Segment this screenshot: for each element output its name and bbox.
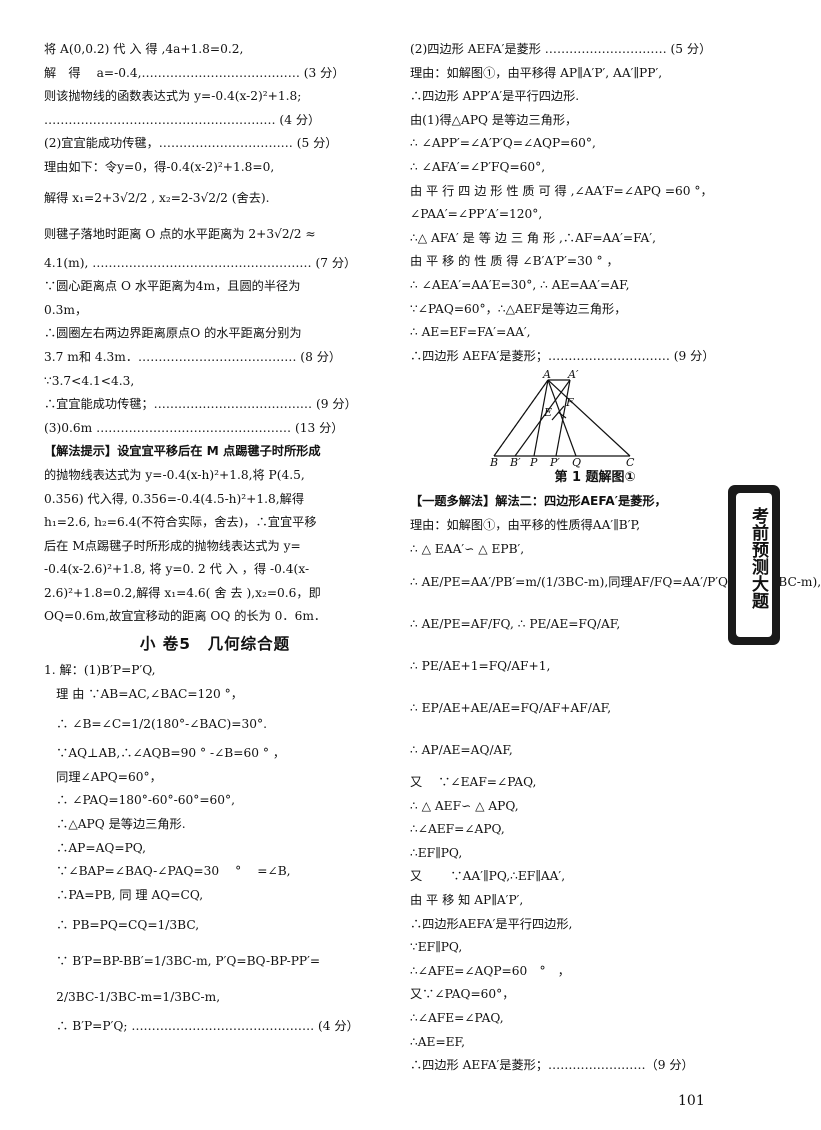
text-line: ∴圆圈左右两边界距离原点O 的水平距离分别为 bbox=[44, 326, 302, 341]
label-A-prime: A′ bbox=[567, 368, 579, 381]
text-line: 后在 M点踢毽子时所形成的抛物线表达式为 y= bbox=[44, 538, 301, 553]
text-line: ∴ PB=PQ=CQ=1/3BC, bbox=[44, 918, 200, 933]
text-line: 则毽子落地时距离 O 点的水平距离为 2+3√2/2 ≈ bbox=[44, 226, 316, 241]
label-F: F bbox=[565, 396, 574, 409]
text-line: ∴ AE/PE=AA′/PB′=m/(1/3BC-m),同理AF/FQ=AA′/… bbox=[410, 575, 821, 590]
side-tab: 考前预测大题 bbox=[728, 485, 780, 645]
text-line: 又 ∵AA′∥PQ,∴EF∥AA′, bbox=[410, 869, 566, 884]
text-line: 又 ∵∠EAF=∠PAQ, bbox=[410, 775, 537, 790]
text-line: ∴AE=EF, bbox=[410, 1034, 465, 1049]
text-line: (3)0.6m ………………………………………… (13 分） bbox=[44, 420, 344, 435]
text-line: ∵∠BAP=∠BAQ-∠PAQ=30 ° =∠B, bbox=[44, 864, 291, 879]
text-line: ∴ AE/PE=AF/FQ, ∴ PE/AE=FQ/AF, bbox=[410, 617, 621, 632]
text-line: ∵∠PAQ=60°，∴△AEF是等边三角形， bbox=[410, 301, 627, 316]
text-line: ∴∠AFE=∠AQP=60 ° ， bbox=[410, 963, 570, 978]
text-line: 的抛物线表达式为 y=-0.4(x-h)²+1.8,将 P(4.5, bbox=[44, 467, 305, 482]
text-line: ∴ △ AEF∽ △ APQ, bbox=[410, 798, 519, 813]
text-line: 0.3m， bbox=[44, 302, 88, 317]
text-line: ∵ B′P=BP-BB′=1/3BC-m, P′Q=BQ-BP-PP′= bbox=[44, 954, 321, 969]
text-line: ∴ ∠AFA′=∠P′FQ=60°, bbox=[410, 159, 546, 174]
text-line: 解 得 a=-0.4,………………………………… (3 分） bbox=[44, 65, 345, 80]
label-B: B bbox=[489, 456, 498, 469]
text-line: ∵3.7<4.1<4.3, bbox=[44, 373, 135, 388]
text-line: 【解法提示】设宜宜平移后在 M 点踢毽子时所形成 bbox=[44, 444, 321, 459]
label-Q: Q bbox=[572, 456, 581, 469]
text-line: -0.4(x-2.6)²+1.8, 将 y=0. 2 代 入 ，得 -0.4(x… bbox=[44, 562, 310, 577]
text-line: h₁=2.6, h₂=6.4(不符合实际，舍去)，∴宜宜平移 bbox=[44, 515, 317, 530]
text-line: ∴EF∥PQ, bbox=[410, 845, 463, 860]
text-line: ∴四边形 AEFA′是菱形；……………………（9 分） bbox=[410, 1058, 694, 1073]
text-line: 4.1(m), ……………………………………………… (7 分） bbox=[44, 255, 357, 270]
text-line: 由(1)得△APQ 是等边三角形， bbox=[410, 112, 578, 127]
text-line: 1. 解：(1)B′P=P′Q, bbox=[44, 663, 156, 678]
right-column: (2)四边形 AEFA′是菱形 ………………………… (5 分） 理由：如解图①，… bbox=[410, 38, 821, 1078]
solution-part-2: 1. 解：(1)B′P=P′Q, 理 由 ∵AB=AC,∠BAC=120 °， … bbox=[44, 659, 386, 1039]
text-line: ∴ AE=EF=FA′=AA′, bbox=[410, 325, 531, 340]
text-line: ∴四边形 AEFA′是菱形；………………………… (9 分） bbox=[410, 348, 715, 363]
text-line: ∴∠AFE=∠PAQ, bbox=[410, 1011, 504, 1026]
text-line: 理 由 ∵AB=AC,∠BAC=120 °， bbox=[44, 686, 243, 701]
text-line: ∴AP=AQ=PQ, bbox=[44, 840, 147, 855]
text-line: 将 A(0,0.2) 代 入 得 ,4a+1.8=0.2, bbox=[44, 42, 244, 56]
text-line: 解得 x₁=2+3√2/2 , x₂=2-3√2/2 (舍去). bbox=[44, 190, 270, 205]
solution-part-3: (2)四边形 AEFA′是菱形 ………………………… (5 分） 理由：如解图①，… bbox=[410, 38, 720, 368]
text-line: 由 平 移 的 性 质 得 ∠B′A′P′=30 ° ， bbox=[410, 254, 619, 269]
text-line: (2)宜宜能成功传毽，…………………………… (5 分） bbox=[44, 136, 338, 151]
label-B-prime: B′ bbox=[509, 456, 521, 469]
text-line: ∴ PE/AE+1=FQ/AF+1, bbox=[410, 659, 551, 674]
text-line: 3.7 m和 4.3m．………………………………… (8 分） bbox=[44, 349, 342, 364]
text-line: 同理∠APQ=60°， bbox=[44, 769, 162, 784]
label-A: A bbox=[542, 368, 551, 381]
text-line: ∴ AP/AE=AQ/AF, bbox=[410, 743, 513, 758]
text-line: ∴ B′P=P′Q; ……………………………………… (4 分） bbox=[44, 1019, 359, 1034]
text-line: ∵AQ⊥AB,∴∠AQB=90 ° -∠B=60 ° ， bbox=[44, 746, 286, 761]
side-tab-label: 考前预测大题 bbox=[748, 507, 768, 609]
text-line: ………………………………………………… (4 分） bbox=[44, 112, 321, 127]
page-number: 101 bbox=[678, 1093, 705, 1109]
text-line: 理由：如解图①，由平移的性质得AA′∥B′P, bbox=[410, 517, 641, 532]
label-P: P bbox=[529, 456, 538, 469]
text-line: ∴∠AEF=∠APQ, bbox=[410, 822, 505, 837]
text-line: ∴四边形AEFA′是平行四边形, bbox=[410, 916, 573, 931]
text-line: ∴ ∠APP′=∠A′P′Q=∠AQP=60°, bbox=[410, 136, 596, 151]
text-line: ∴四边形 APP′A′是平行四边形. bbox=[410, 89, 580, 104]
text-line: ∴ ∠AEA′=AA′E=30°, ∴ AE=AA′=AF, bbox=[410, 277, 630, 292]
text-line: ∵EF∥PQ, bbox=[410, 940, 463, 955]
text-line: 由 平 行 四 边 形 性 质 可 得 ,∠AA′F=∠APQ =60 °， bbox=[410, 183, 713, 198]
text-line: ∴ ∠B=∠C=1/2(180°-∠BAC)=30°. bbox=[44, 717, 267, 732]
text-line: ∠PAA′=∠PP′A′=120°, bbox=[410, 207, 543, 222]
figure-caption: 第 1 题解图① bbox=[554, 470, 636, 486]
text-line: 理由：如解图①，由平移得 AP∥A′P′, AA′∥PP′, bbox=[410, 65, 663, 80]
solution-part-4: 【一题多解法】解法二：四边形AEFA′是菱形， 理由：如解图①，由平移的性质得AA… bbox=[410, 490, 821, 1078]
text-line: 【一题多解法】解法二：四边形AEFA′是菱形， bbox=[410, 494, 667, 509]
geometry-figure: A A′ E F B B′ P P′ Q C bbox=[410, 368, 720, 469]
text-line: ∵圆心距离点 O 水平距离为4m，且圆的半径为 bbox=[44, 279, 301, 294]
text-line: OQ=0.6m,故宜宜移动的距离 OQ 的长为 0．6m． bbox=[44, 609, 327, 624]
text-line: ∴△APQ 是等边三角形. bbox=[44, 817, 186, 832]
label-C: C bbox=[626, 456, 635, 469]
text-line: ∴ ∠PAQ=180°-60°-60°=60°, bbox=[44, 793, 236, 808]
text-line: ∴△ AFA′ 是 等 边 三 角 形 ,∴AF=AA′=FA′, bbox=[410, 230, 656, 245]
text-line: 2.6)²+1.8=0.2,解得 x₁=4.6( 舍 去 ),x₂=0.6，即 bbox=[44, 585, 321, 600]
label-P-prime: P′ bbox=[549, 456, 560, 469]
section-title: 小 卷5 几何综合题 bbox=[139, 635, 291, 654]
text-line: 则该抛物线的函数表达式为 y=-0.4(x-2)²+1.8; bbox=[44, 89, 302, 104]
text-line: ∴ EP/AE+AE/AE=FQ/AF+AF/AF, bbox=[410, 701, 612, 716]
text-line: 由 平 移 知 AP∥A′P′, bbox=[410, 893, 524, 908]
text-line: ∴宜宜能成功传毽；………………………………… (9 分） bbox=[44, 397, 357, 412]
text-line: (2)四边形 AEFA′是菱形 ………………………… (5 分） bbox=[410, 42, 712, 56]
text-line: 0.356) 代入得, 0.356=-0.4(4.5-h)²+1.8,解得 bbox=[44, 491, 305, 506]
label-E: E bbox=[543, 406, 552, 419]
text-line: 2/3BC-1/3BC-m=1/3BC-m, bbox=[44, 990, 221, 1005]
text-line: ∴PA=PB, 同 理 AQ=CQ, bbox=[44, 887, 204, 902]
text-line: ∴ △ EAA′∽ △ EPB′, bbox=[410, 541, 525, 556]
solution-part-1: 将 A(0,0.2) 代 入 得 ,4a+1.8=0.2, 解 得 a=-0.4,… bbox=[44, 38, 386, 629]
figure-svg: A A′ E F B B′ P P′ Q C bbox=[489, 368, 635, 469]
text-line: 理由如下：令y=0，得-0.4(x-2)²+1.8=0, bbox=[44, 159, 275, 174]
left-column: 将 A(0,0.2) 代 入 得 ,4a+1.8=0.2, 解 得 a=-0.4,… bbox=[44, 38, 386, 1039]
text-line: 又∵∠PAQ=60°， bbox=[410, 987, 515, 1002]
